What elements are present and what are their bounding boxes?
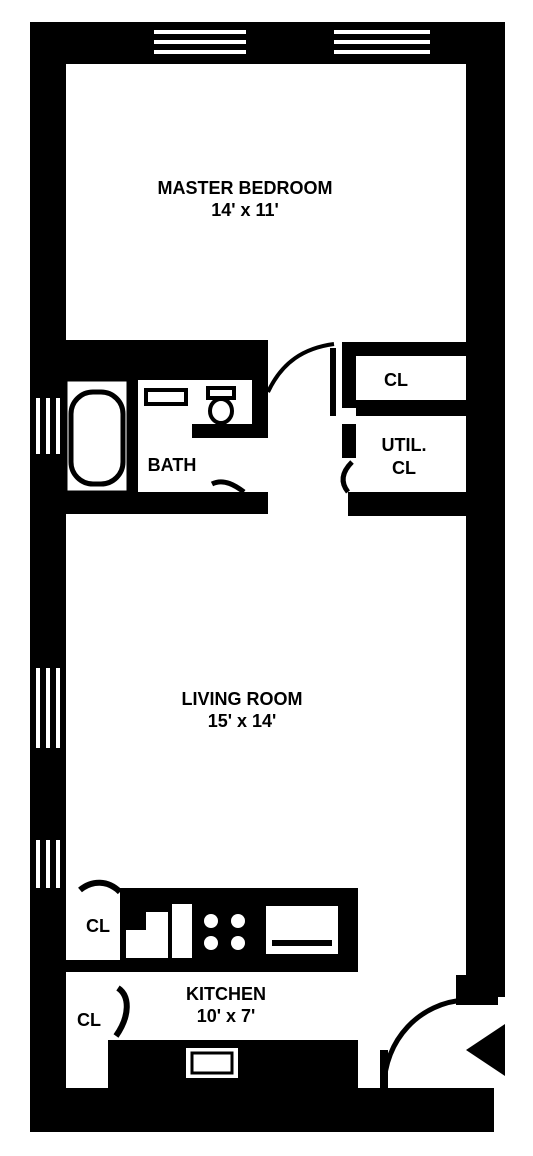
entry-arrow-icon (466, 1024, 505, 1076)
bath-door-swing (266, 342, 335, 393)
window-top-left (154, 30, 246, 34)
left-wall (30, 22, 66, 1132)
bath-label: BATH (148, 455, 197, 475)
right-wall (466, 22, 505, 997)
kitchen-closet-door (113, 985, 130, 1038)
bath-door-leaf (210, 479, 246, 495)
kitchen-bottom-counter (108, 1040, 358, 1090)
living-room-size: 15' x 14' (208, 711, 277, 731)
bath-walls (60, 340, 268, 514)
closet-kitchen-upper-label: CL (86, 916, 110, 936)
left-windows (36, 398, 60, 888)
closet-walls (330, 342, 466, 516)
closet-kitchen-lower-label: CL (77, 1010, 101, 1030)
refrigerator (266, 906, 338, 954)
bottom-wall (30, 1088, 494, 1132)
living-room-label: LIVING ROOM (182, 689, 303, 709)
closet-top-label: CL (384, 370, 408, 390)
closet-step (126, 912, 168, 958)
entry-door-leaf (380, 1050, 388, 1090)
window-left-bath (36, 398, 40, 454)
closet-door-leaf (78, 879, 123, 895)
master-bedroom-size: 14' x 11' (211, 200, 279, 220)
stove-icon (196, 904, 254, 958)
master-bedroom-label: MASTER BEDROOM (158, 178, 333, 198)
kitchen-size: 10' x 7' (197, 1006, 256, 1026)
window-top-right (334, 30, 430, 34)
sink-icon (144, 388, 188, 406)
counter-gap (172, 904, 192, 958)
top-wall (30, 22, 505, 64)
toilet-icon (206, 386, 236, 425)
window-left-living-1 (36, 668, 40, 748)
util-closet-label-1: UTIL. (382, 435, 427, 455)
outer-walls (30, 22, 505, 1132)
kitchen-label: KITCHEN (186, 984, 266, 1004)
window-left-living-2 (36, 840, 40, 888)
top-windows (154, 30, 430, 54)
bathtub-icon (64, 378, 130, 494)
util-closet-label-2: CL (392, 458, 416, 478)
util-door-leaf (340, 460, 354, 494)
